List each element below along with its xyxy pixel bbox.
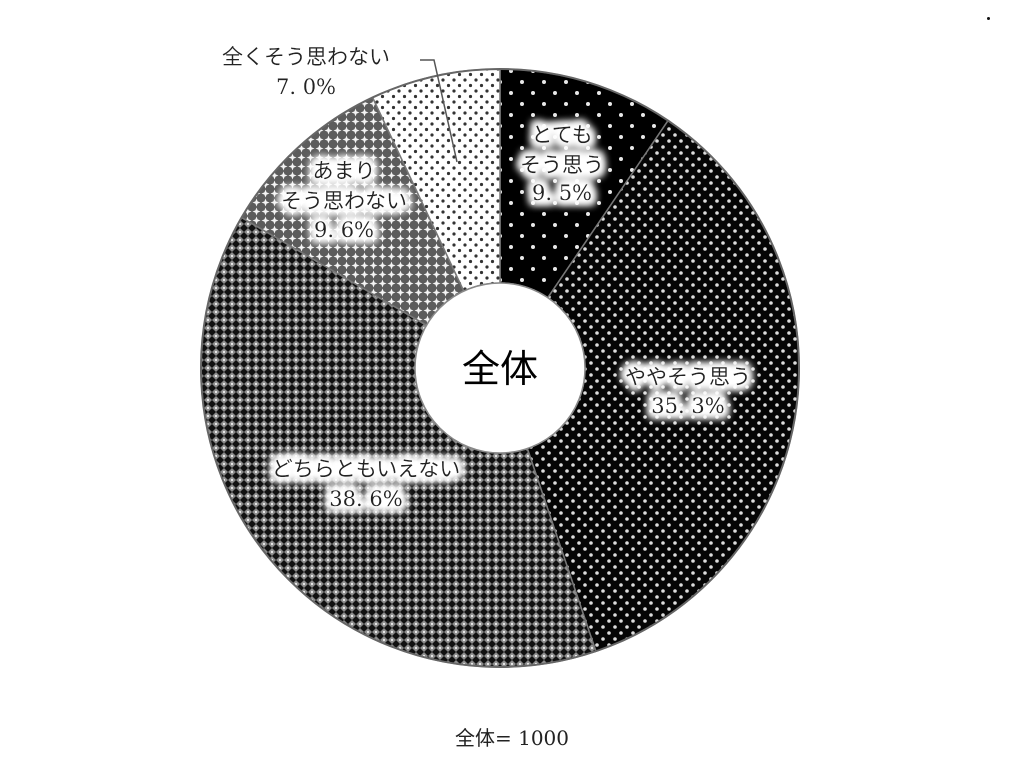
sample-size-footer: 全体= 1000 (454, 726, 569, 750)
label-very-much-agree: とても そう思う 9. 5% (520, 123, 604, 205)
center-label: 全体 (462, 347, 538, 391)
label-text: そう思わない (281, 189, 407, 213)
label-text: あまり (313, 159, 376, 183)
label-value: 7. 0% (276, 75, 336, 99)
label-text: ややそう思う (625, 365, 751, 389)
label-somewhat-disagree: あまり そう思わない 9. 6% (281, 159, 407, 242)
label-value: 35. 3% (651, 394, 724, 418)
label-value: 38. 6% (329, 487, 402, 511)
label-text: どちらともいえない (272, 457, 461, 481)
label-text: 全くそう思わない (222, 45, 390, 69)
label-neutral: どちらともいえない 38. 6% (272, 457, 461, 511)
label-strongly-disagree: 全くそう思わない 7. 0% (222, 45, 390, 99)
leader-line (420, 59, 458, 163)
donut-outline (200, 68, 800, 668)
label-text: そう思う (520, 153, 604, 177)
corner-dot (987, 17, 990, 20)
label-value: 9. 5% (532, 181, 592, 205)
donut-hole (414, 282, 586, 454)
label-somewhat-agree: ややそう思う 35. 3% (625, 365, 751, 418)
label-text: とても (531, 123, 592, 147)
label-value: 9. 6% (314, 218, 374, 242)
